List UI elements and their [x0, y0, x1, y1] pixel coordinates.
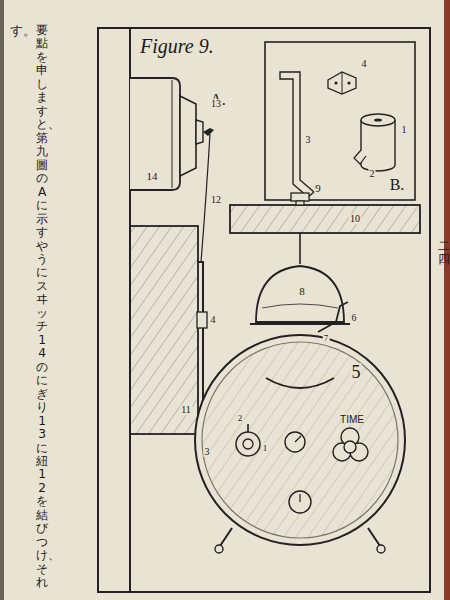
body-text-column: 要點を申しますと、第九圖のAに示すやうにスヰッチ14のにぎり13に紐12を結びつ…	[36, 24, 48, 590]
callout-number: 10	[349, 214, 361, 224]
callout-number: 12	[210, 195, 222, 205]
callout-number: 1	[262, 444, 269, 453]
callout-number: 4	[210, 315, 217, 325]
callout-number: 7	[323, 334, 330, 343]
callout-number: 11	[180, 405, 192, 415]
page-number: 二四	[438, 240, 450, 266]
callout-number: 2	[237, 414, 244, 423]
callout-number: 6	[351, 313, 358, 323]
callout-number: 3	[204, 447, 211, 457]
callout-number: 3	[305, 135, 312, 145]
figure-title: Figure 9.	[140, 36, 214, 56]
callout-number: 1	[401, 125, 408, 135]
callout-number: 13	[210, 99, 222, 109]
callout-number: 14	[146, 171, 159, 182]
callout-number: 5	[351, 363, 362, 381]
part-label: B.	[389, 177, 406, 193]
dial-text: TIME	[339, 415, 365, 425]
body-text-column: す。	[10, 24, 23, 38]
callout-number: 9	[314, 183, 322, 194]
callout-number: 2	[369, 169, 376, 179]
callout-number: 8	[298, 286, 306, 297]
callout-number: 4	[361, 59, 368, 69]
